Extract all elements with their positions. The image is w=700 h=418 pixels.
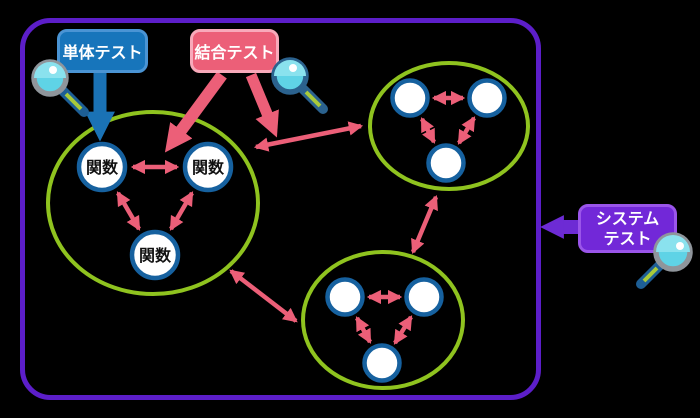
- integration-test-pointer-arrow-right: [245, 72, 279, 138]
- cluster-ellipse-bottom: [301, 250, 465, 390]
- cluster-ellipse-top-right: [368, 61, 530, 191]
- integration-test-label: 結合テスト: [190, 29, 279, 73]
- integration-test-label-text: 結合テスト: [194, 43, 275, 62]
- function-node-c1-topright: 関数: [182, 141, 234, 193]
- node-c3-bottom: [362, 343, 402, 383]
- system-test-label-line1: システム: [595, 209, 660, 229]
- node-label: 関数: [139, 246, 172, 265]
- double-arrow-c1-topleft-bottom: [116, 191, 141, 231]
- double-arrow-cluster1-cluster3: [229, 269, 298, 323]
- node-circle: [182, 141, 234, 193]
- node-c3-topleft: [325, 277, 365, 317]
- double-arrow-cluster2-cluster3: [410, 195, 439, 254]
- node-c2-topright: [467, 78, 507, 118]
- system-test-label: システム テスト: [578, 204, 677, 253]
- node-c2-topleft: [390, 78, 430, 118]
- double-arrow-c3-topleft-bottom: [355, 316, 372, 344]
- node-label: 関数: [192, 158, 225, 177]
- system-boundary-frame: [20, 18, 541, 400]
- unit-test-label-text: 単体テスト: [62, 43, 143, 62]
- double-arrow-c2-topleft-bottom: [420, 117, 436, 144]
- node-circle: [76, 141, 128, 193]
- node-c2-bottom: [426, 143, 466, 183]
- node-label: 関数: [86, 158, 119, 177]
- cluster-ellipse-unit: [46, 110, 260, 296]
- system-test-label-line2: テスト: [603, 228, 652, 248]
- node-c3-topright: [404, 277, 444, 317]
- function-node-c1-bottom: 関数: [129, 229, 181, 281]
- function-node-c1-topleft: 関数: [76, 141, 128, 193]
- double-arrow-c2-topright-bottom: [457, 116, 476, 145]
- double-arrow-cluster1-cluster2: [253, 121, 364, 152]
- integration-test-pointer-arrow-left: [164, 71, 227, 153]
- double-arrow-c1-topright-bottom: [169, 191, 194, 231]
- double-arrow-c3-topright-bottom: [393, 315, 413, 345]
- node-circle: [129, 229, 181, 281]
- unit-test-label: 単体テスト: [57, 29, 148, 73]
